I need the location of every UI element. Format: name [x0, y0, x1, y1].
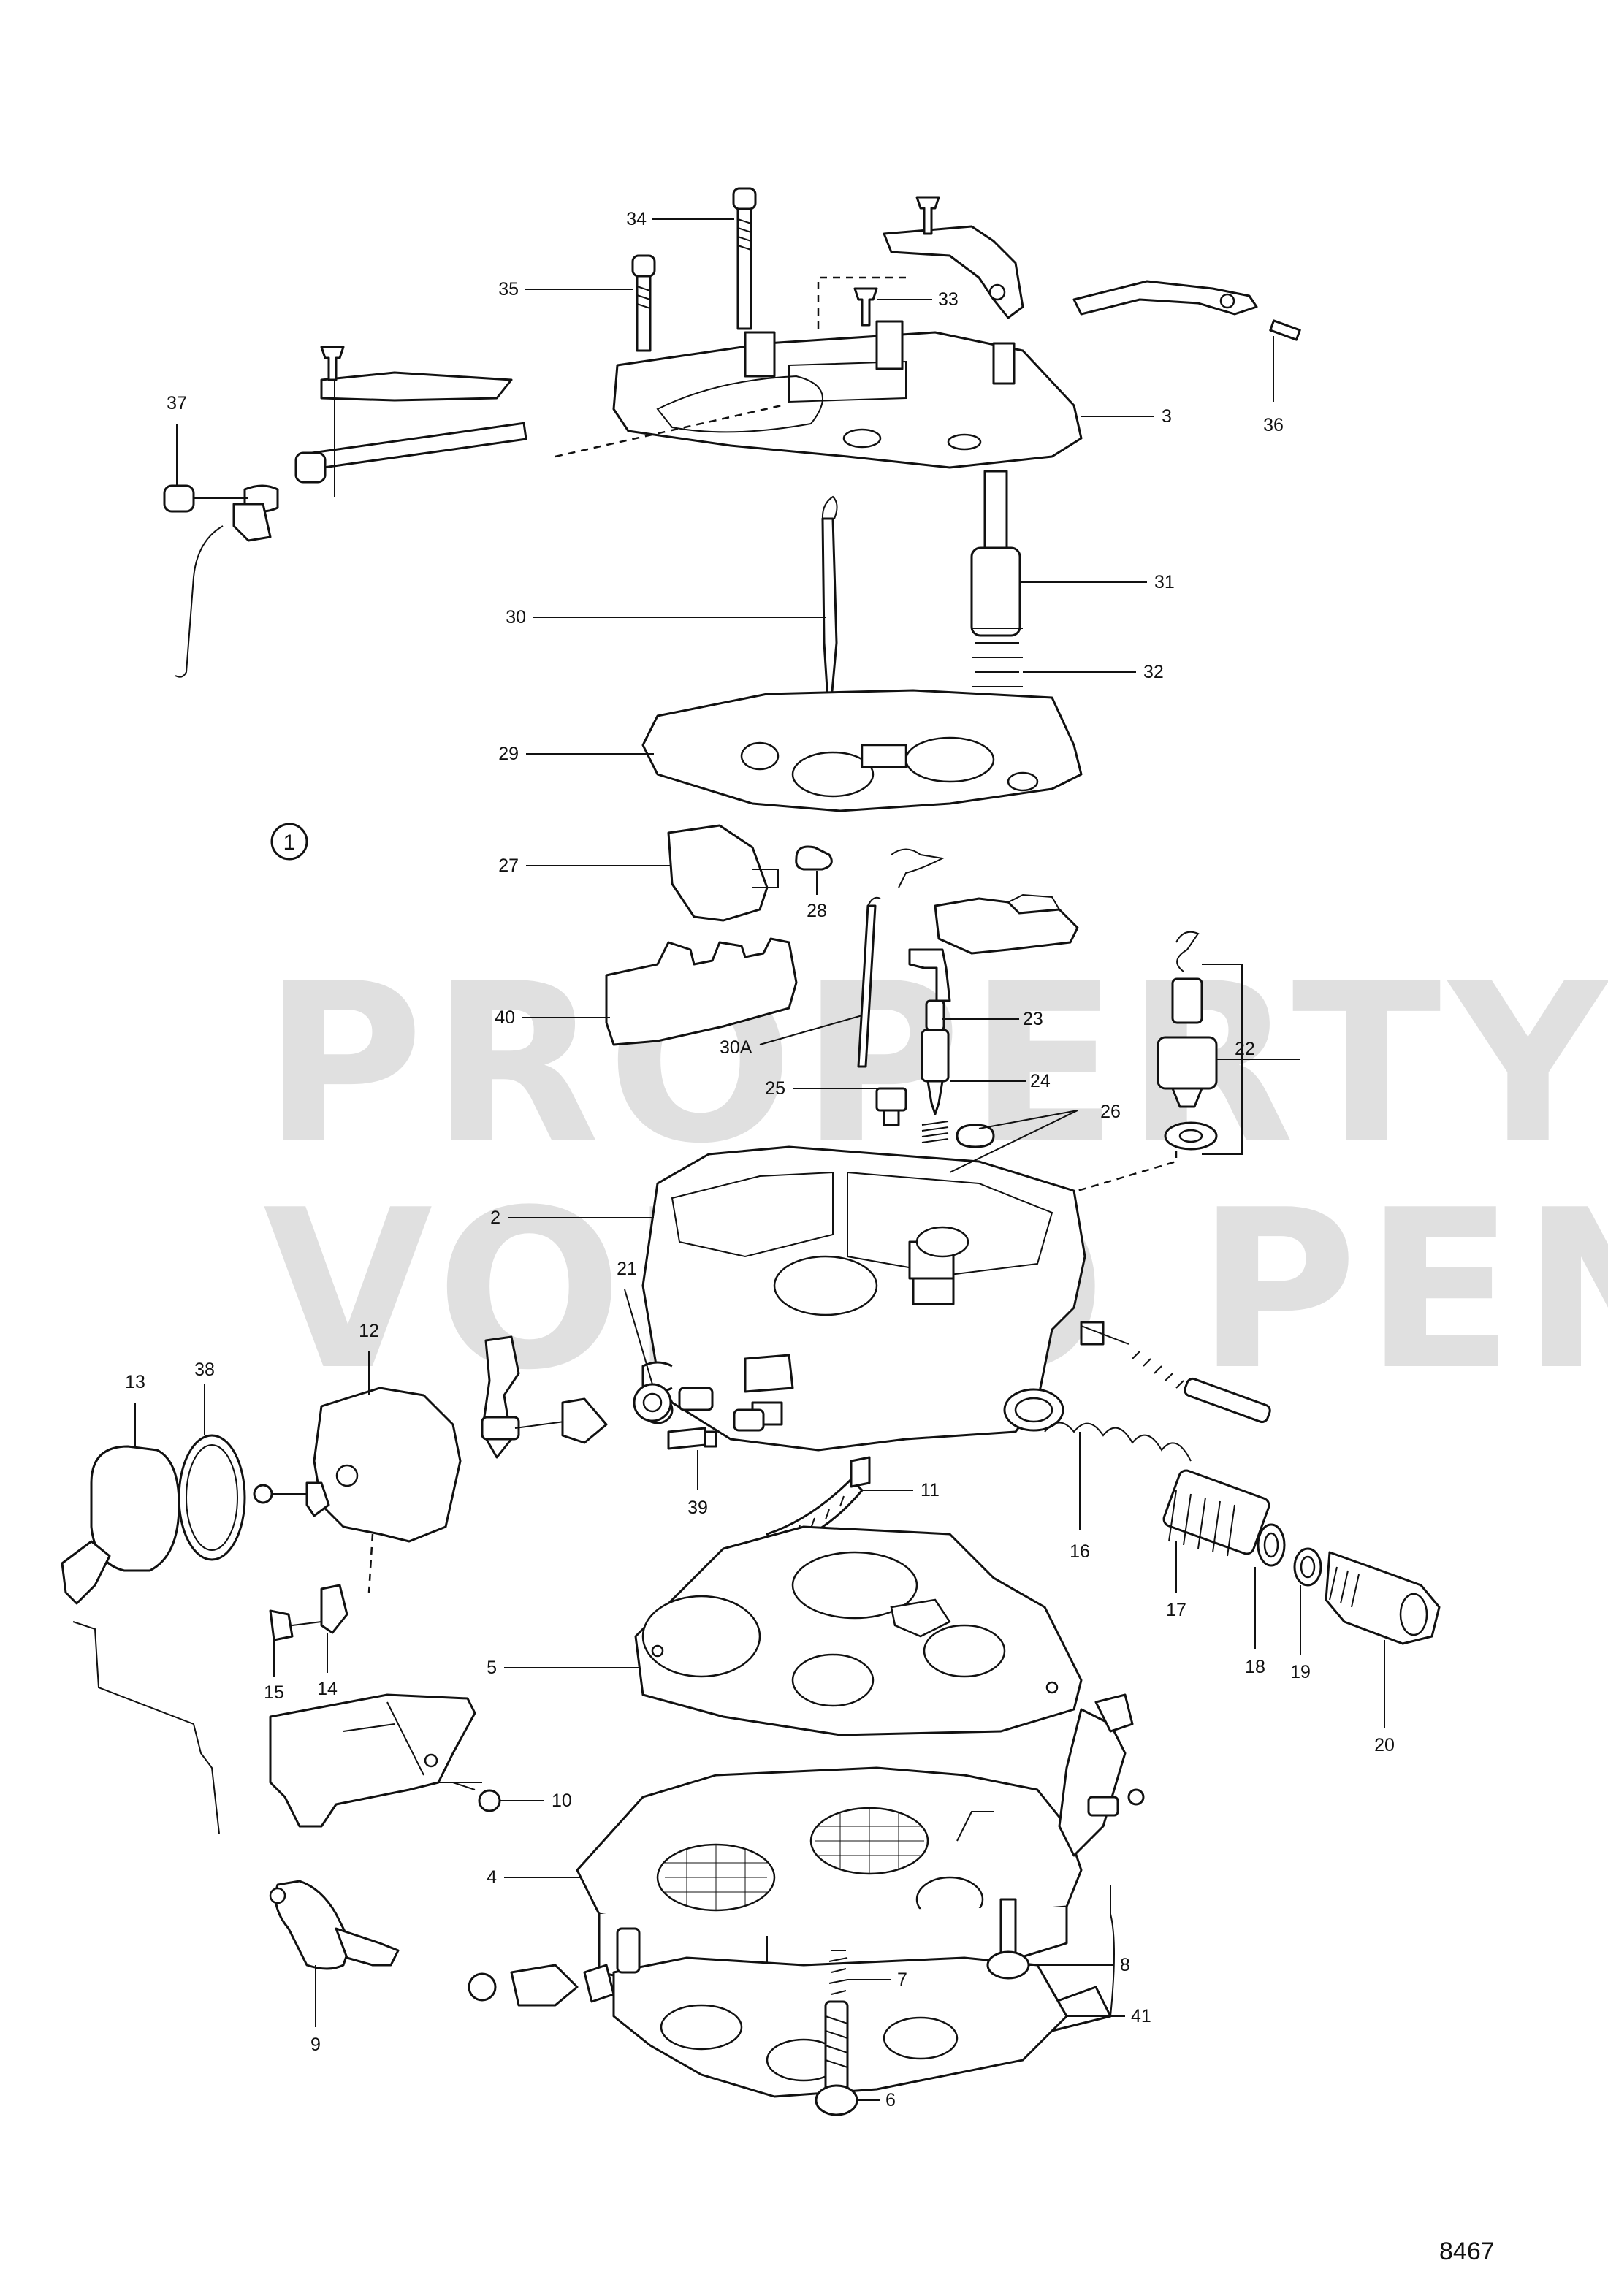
callout-5: 5 — [487, 1658, 497, 1678]
callout-7: 7 — [897, 1969, 907, 1990]
callout-34: 34 — [626, 209, 647, 229]
bottom-gasket-and-hardware — [468, 1898, 1068, 2116]
throttle-body — [576, 1693, 1145, 2040]
choke-pulloff-and-side-parts — [61, 1335, 871, 1834]
callout-23: 23 — [1023, 1009, 1043, 1029]
figure-ref-label: 1 — [283, 831, 296, 855]
callout-9: 9 — [310, 2034, 321, 2055]
callout-36: 36 — [1263, 415, 1284, 435]
callout-16: 16 — [1070, 1541, 1090, 1562]
callout-24: 24 — [1030, 1071, 1051, 1091]
callout-21: 21 — [617, 1259, 637, 1279]
mid-parts — [605, 824, 1218, 1221]
callout-39: 39 — [687, 1498, 708, 1518]
callout-19: 19 — [1290, 1662, 1311, 1682]
callout-28: 28 — [807, 901, 827, 921]
callout-10: 10 — [552, 1790, 572, 1811]
throttle-body-gasket — [634, 1525, 1083, 1736]
callout-12: 12 — [359, 1321, 379, 1341]
callout-30A: 30A — [720, 1037, 752, 1058]
air-horn-gasket — [641, 689, 1083, 812]
air-horn-cover-assembly — [163, 187, 1301, 678]
callout-32: 32 — [1143, 662, 1164, 682]
callout-29: 29 — [498, 744, 519, 764]
callout-41: 41 — [1131, 2006, 1151, 2026]
callout-6: 6 — [885, 2090, 896, 2110]
callout-30: 30 — [506, 607, 526, 628]
callout-13: 13 — [125, 1372, 145, 1392]
callout-17: 17 — [1166, 1600, 1186, 1620]
figure-reference: 1 — [270, 823, 308, 861]
callout-11: 11 — [921, 1480, 940, 1500]
callout-14: 14 — [317, 1679, 338, 1699]
callout-2: 2 — [490, 1208, 500, 1228]
callout-4: 4 — [487, 1867, 497, 1888]
callout-33: 33 — [938, 289, 959, 310]
callout-40: 40 — [495, 1007, 515, 1028]
drawing-number: 8467 — [1439, 2238, 1495, 2265]
callout-8: 8 — [1120, 1955, 1130, 1975]
bracket-and-vacuum-unit — [269, 1693, 501, 1970]
callout-27: 27 — [498, 855, 519, 876]
carburetor-main-body — [641, 1145, 1105, 1452]
callout-35: 35 — [498, 279, 519, 300]
callout-3: 3 — [1162, 406, 1172, 427]
callout-labels: 34 35 33 37 3 36 30 31 32 29 27 28 23 40… — [125, 209, 1395, 2110]
fuel-inlet-parts — [1044, 1325, 1441, 1645]
callout-37: 37 — [167, 393, 187, 413]
callout-15: 15 — [264, 1682, 284, 1703]
callout-18: 18 — [1245, 1657, 1265, 1677]
metering-rod-and-power-piston — [821, 470, 1023, 725]
callout-25: 25 — [765, 1078, 785, 1099]
callout-31: 31 — [1154, 572, 1175, 592]
callout-38: 38 — [194, 1359, 215, 1380]
callout-22: 22 — [1235, 1039, 1255, 1059]
callout-20: 20 — [1374, 1735, 1395, 1755]
callout-26: 26 — [1100, 1102, 1121, 1122]
